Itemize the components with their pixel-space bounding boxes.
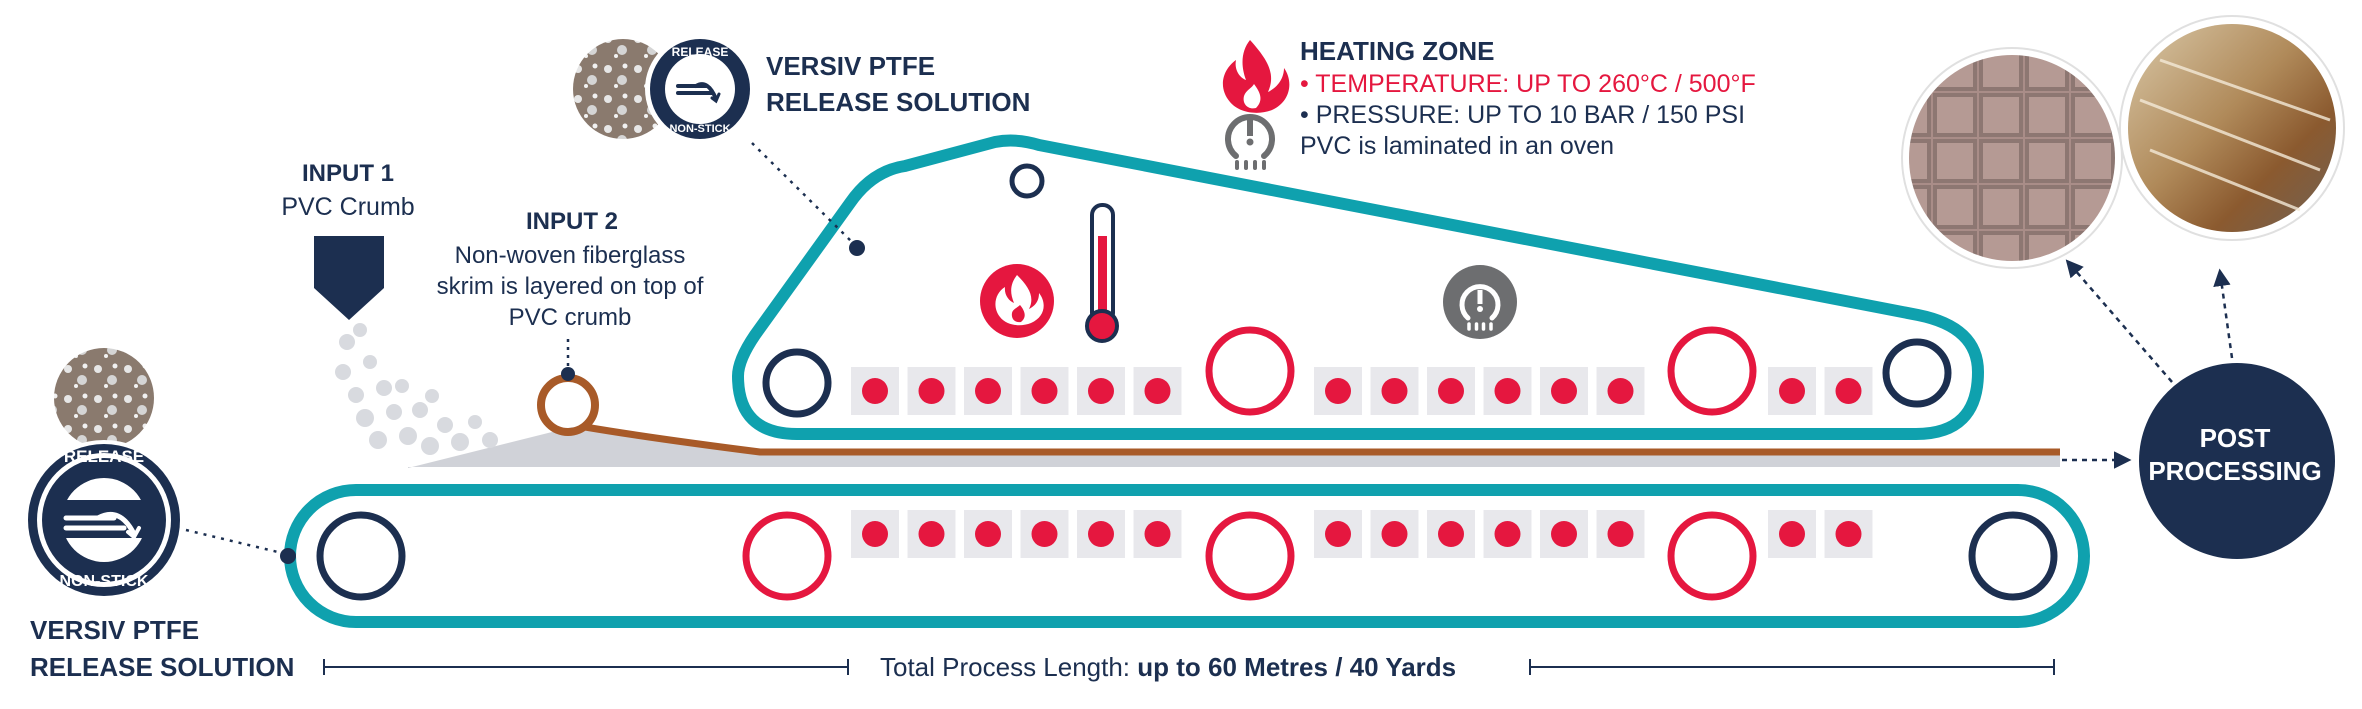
top-release-title-line1: VERSIV PTFE <box>766 51 936 81</box>
top-conveyor-belt <box>732 134 1984 440</box>
heater-element <box>862 378 888 404</box>
top-conveyor-rollers <box>762 163 1952 418</box>
post-processing-circle <box>2139 363 2335 559</box>
heater-element <box>1325 521 1351 547</box>
top-roller-small <box>1009 163 1045 199</box>
pressure-badge-icon <box>1443 265 1517 339</box>
heater-element <box>1381 378 1408 404</box>
heater-element <box>1088 378 1114 404</box>
process-length-prefix: Total Process Length: <box>880 652 1138 682</box>
bottom-connector-dot <box>280 548 296 564</box>
input2-title: INPUT 2 <box>525 208 618 235</box>
heater-element <box>1144 378 1171 404</box>
heater-element <box>1494 378 1521 404</box>
tile-floor-image <box>1901 47 2123 269</box>
heater-element <box>1551 378 1577 404</box>
input2-leader-dot <box>561 367 575 381</box>
input2-description: Non-woven fiberglass skrim is layered on… <box>436 242 704 331</box>
non-stick-arrow-icon <box>676 82 721 104</box>
top-release-leader <box>751 142 853 243</box>
bottom-roller-left <box>316 511 406 601</box>
top-badge-top-text: RELEASE <box>672 45 729 59</box>
heater-element <box>862 521 888 547</box>
top-connector-dot <box>849 240 865 256</box>
top-release-badge: RELEASE NON-STICK <box>573 34 755 144</box>
heater-element <box>1031 378 1058 404</box>
heater-element <box>1835 378 1862 404</box>
post-arrow-right <box>2213 268 2234 359</box>
input1-title: INPUT 1 <box>301 160 394 187</box>
bottom-heater-array <box>851 510 1873 558</box>
wood-plank-image <box>2119 15 2345 241</box>
top-water-drops-photo <box>573 39 673 139</box>
flame-badge-icon <box>980 264 1054 338</box>
pvc-crumb-layer <box>408 427 2060 468</box>
falling-pvc-crumbs <box>335 323 498 455</box>
flame-icon <box>1222 40 1290 113</box>
post-arrow-left <box>2065 259 2173 383</box>
process-length-dimension <box>323 659 2055 675</box>
bottom-release-leader <box>185 528 283 555</box>
bottom-heat-roller-3 <box>1667 511 1757 601</box>
bottom-release-solution-title: VERSIV PTFE RELEASE SOLUTION <box>30 612 330 686</box>
heater-element <box>1607 521 1634 547</box>
bottom-water-drops-photo <box>54 348 154 448</box>
top-release-solution-title: VERSIV PTFE RELEASE SOLUTION <box>766 48 1031 120</box>
heater-element <box>1551 521 1577 547</box>
hopper-icon <box>314 236 384 320</box>
bottom-roller-right <box>1968 511 2058 601</box>
heater-element <box>918 521 945 547</box>
bottom-heat-roller-2 <box>1205 511 1295 601</box>
heater-element <box>1088 521 1114 547</box>
top-release-title-line2: RELEASE SOLUTION <box>766 87 1031 117</box>
heater-element <box>975 378 1001 404</box>
post-processing-label: POST PROCESSING <box>2148 423 2322 486</box>
heater-element <box>1779 378 1805 404</box>
heater-element <box>1381 521 1408 547</box>
non-stick-arrow-icon <box>63 512 141 541</box>
heater-element <box>975 521 1001 547</box>
heating-zone-temperature: • TEMPERATURE: UP TO 260°C / 500°F <box>1300 70 1756 98</box>
fiberglass-skrim-line <box>584 423 2060 456</box>
heater-element <box>1144 521 1171 547</box>
input1-description: PVC Crumb <box>281 193 415 221</box>
heater-element <box>918 378 945 404</box>
bottom-release-badge: RELEASE NON-STICK <box>24 348 184 600</box>
heating-zone-title: HEATING ZONE <box>1300 36 1495 66</box>
process-length-label: Total Process Length: up to 60 Metres / … <box>880 652 1456 683</box>
heater-element <box>1779 521 1805 547</box>
heater-element <box>1438 378 1464 404</box>
heater-element <box>1494 521 1521 547</box>
pressure-gauge-icon <box>1225 114 1275 170</box>
bottom-conveyor-rollers <box>316 511 2058 601</box>
heater-element <box>1325 378 1351 404</box>
top-badge-bottom-text: NON-STICK <box>669 123 730 135</box>
top-roller-right <box>1882 338 1952 408</box>
bottom-release-title-line2: RELEASE SOLUTION <box>30 652 295 682</box>
bottom-heat-roller-1 <box>742 511 832 601</box>
heater-element <box>1607 378 1634 404</box>
heating-zone-pressure: • PRESSURE: UP TO 10 BAR / 150 PSI <box>1300 101 1746 129</box>
heater-element <box>1031 521 1058 547</box>
process-length-value: up to 60 Metres / 40 Yards <box>1137 652 1457 682</box>
heater-element <box>1438 521 1464 547</box>
top-heater-array <box>851 367 1873 415</box>
bottom-badge-bottom-text: NON-STICK <box>60 573 149 590</box>
bottom-badge-top-text: RELEASE <box>64 447 144 466</box>
bottom-release-title-line1: VERSIV PTFE <box>30 615 200 645</box>
top-heat-roller-1 <box>1205 326 1295 416</box>
top-roller-left <box>762 348 832 418</box>
top-heat-roller-2 <box>1667 326 1757 416</box>
thermometer-icon <box>1085 203 1119 343</box>
heating-zone-note: PVC is laminated in an oven <box>1300 132 1615 160</box>
heater-element <box>1835 521 1862 547</box>
skrim-roll <box>537 374 599 436</box>
